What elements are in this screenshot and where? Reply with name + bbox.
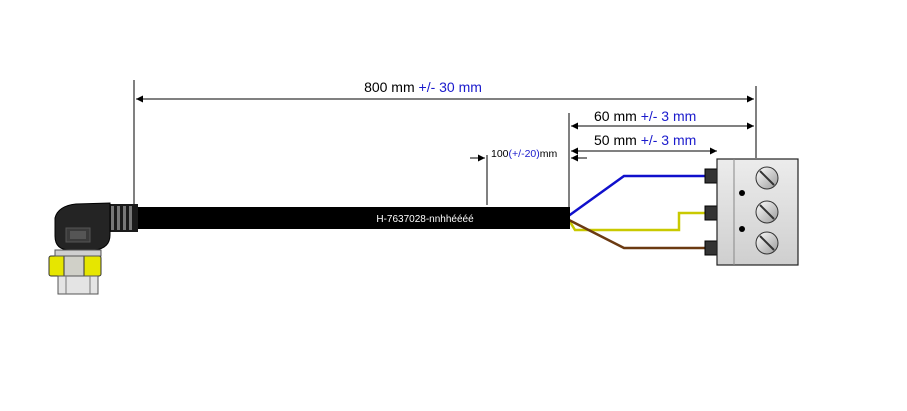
- dimension-strip: 100(+/-20)mm: [470, 148, 587, 162]
- dimension-strip-label: 100(+/-20)mm: [491, 148, 557, 160]
- dimension-wire-short: 50 mm +/- 3 mm: [571, 132, 717, 155]
- dimension-wire-long-tolerance: +/- 3 mm: [641, 108, 697, 124]
- dimension-overall-label: 800 mm +/- 30 mm: [364, 79, 482, 95]
- terminal-block: [704, 158, 799, 266]
- dimension-wire-long-label: 60 mm +/- 3 mm: [594, 108, 696, 124]
- screw-3: [755, 231, 779, 255]
- dimension-wire-long: 60 mm +/- 3 mm: [571, 108, 754, 130]
- dimension-wire-short-label: 50 mm +/- 3 mm: [594, 132, 696, 148]
- dimension-overall: 800 mm +/- 30 mm: [136, 79, 754, 103]
- wire-yellow-green: [565, 211, 706, 232]
- cable: H-7637028-nnhhéééé: [134, 207, 570, 229]
- dimension-strip-tolerance: (+/-20): [509, 148, 540, 160]
- connector-m12-angled: [48, 202, 138, 295]
- wire-blue: [566, 174, 706, 219]
- wires: [565, 174, 706, 250]
- wire-brown: [566, 217, 706, 250]
- dimension-overall-tolerance: +/- 30 mm: [419, 79, 482, 95]
- extension-lines: [133, 80, 757, 215]
- dimension-wire-short-tolerance: +/- 3 mm: [641, 132, 697, 148]
- cable-marking: H-7637028-nnhhéééé: [376, 214, 474, 225]
- screw-2: [755, 200, 779, 224]
- screw-1: [755, 166, 779, 190]
